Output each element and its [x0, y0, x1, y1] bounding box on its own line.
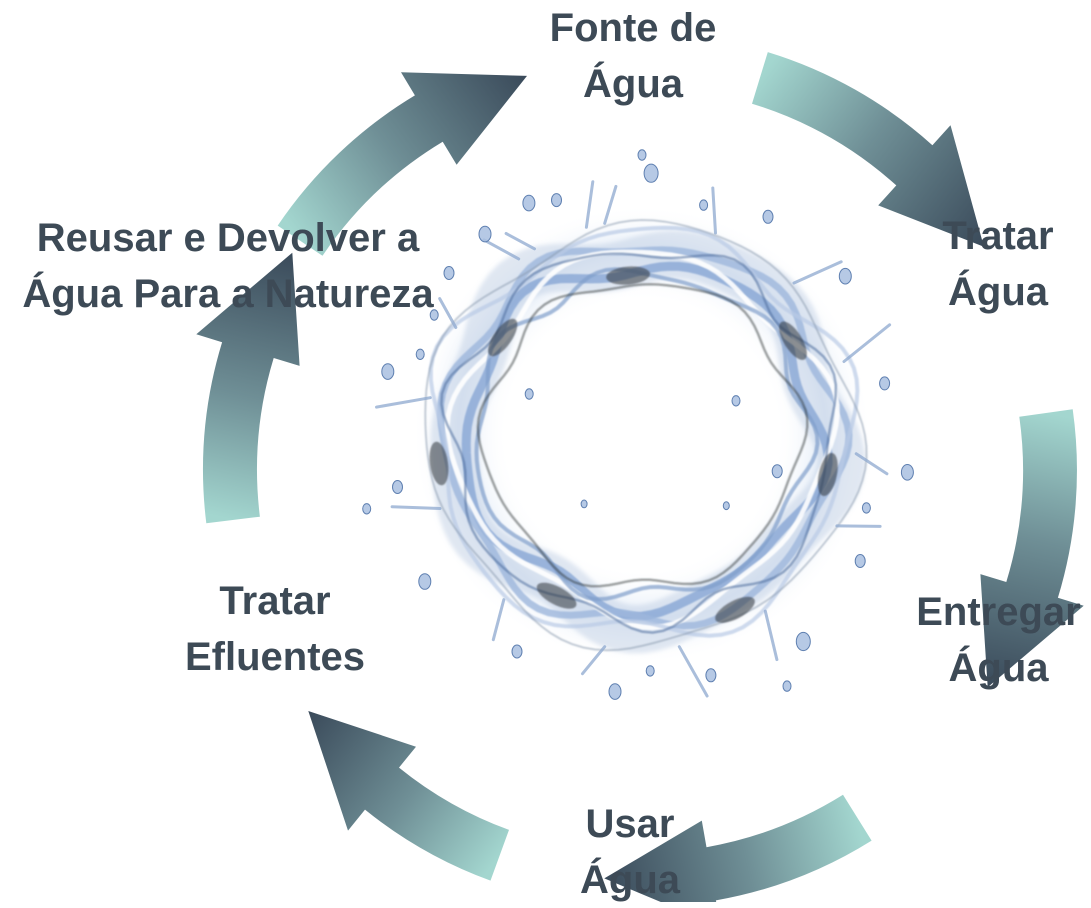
curved-arrow-icon — [604, 794, 872, 908]
water-swirl — [428, 225, 860, 638]
water-spike — [792, 260, 843, 285]
water-shadow — [715, 596, 755, 623]
stage-label-reuse-return: Reusar e Devolver a Água Para a Natureza — [8, 210, 448, 322]
water-spike — [677, 645, 709, 698]
water-droplet — [381, 363, 395, 380]
water-spike — [438, 297, 458, 329]
water-droplet — [524, 388, 534, 400]
water-droplet — [705, 668, 717, 683]
water-droplet — [838, 267, 852, 285]
water-spike — [835, 524, 882, 528]
curved-arrow-icon — [308, 711, 509, 881]
curved-arrow-icon — [752, 52, 984, 247]
water-droplet — [362, 503, 372, 515]
stage-label-line: Entregar — [916, 590, 1081, 634]
water-droplet — [854, 554, 866, 568]
curved-arrow-icon — [980, 409, 1084, 688]
stage-label-line: Efluentes — [184, 635, 366, 679]
water-droplet — [731, 395, 741, 407]
water-droplet — [643, 163, 659, 183]
water-droplet — [392, 480, 403, 494]
water-droplet — [429, 309, 439, 321]
water-droplet — [762, 209, 774, 224]
water-droplet — [608, 683, 622, 700]
water-droplet — [415, 348, 425, 360]
water-droplet — [722, 501, 730, 511]
stage-label-line: Fonte de — [549, 6, 717, 50]
stage-label-deliver-water: Entregar Água — [906, 584, 1091, 696]
water-shadow — [606, 266, 651, 285]
water-spike — [504, 232, 536, 251]
water-droplet — [418, 573, 432, 590]
stage-label-line: Reusar e Devolver a — [36, 216, 420, 260]
water-swirl — [440, 252, 838, 634]
water-swirl — [430, 230, 866, 654]
water-spike — [854, 452, 889, 476]
water-droplet — [699, 199, 709, 211]
water-shadow — [429, 441, 449, 486]
curved-arrow-icon — [277, 72, 527, 256]
water-spike — [482, 238, 521, 261]
water-droplet — [551, 193, 562, 208]
water-swirl — [476, 282, 809, 588]
water-spike — [584, 180, 595, 229]
water-droplet — [771, 464, 783, 479]
water-droplet — [637, 149, 647, 161]
water-spike — [390, 505, 442, 510]
water-spike — [491, 598, 506, 642]
water-swirl — [444, 249, 840, 631]
water-spike — [603, 184, 618, 225]
water-droplet — [861, 502, 871, 514]
water-droplet — [522, 194, 536, 212]
arrows-layer — [196, 52, 1084, 908]
stage-label-line: Água Para a Natureza — [22, 272, 434, 316]
water-droplet — [478, 225, 492, 243]
water-spike — [375, 396, 432, 409]
stage-label-line: Tratar — [219, 579, 331, 623]
water-droplet — [511, 644, 523, 659]
water-spike — [763, 609, 779, 662]
water-droplet — [782, 680, 792, 692]
water-splash-ring-icon — [362, 149, 914, 700]
stage-label-line: Água — [580, 858, 680, 902]
water-shadow — [536, 582, 577, 609]
water-spike — [842, 323, 892, 363]
stage-label-line: Água — [948, 646, 1049, 690]
stage-label-treat-effluent: Tratar Efluentes — [170, 573, 380, 685]
water-shadow — [779, 321, 807, 360]
stage-label-source: Fonte de Água — [520, 0, 746, 112]
stage-label-line: Água — [948, 270, 1048, 314]
water-shadow — [488, 318, 518, 357]
water-droplet — [645, 665, 655, 677]
water-droplet — [900, 464, 914, 481]
stage-label-use-water: Usar Água — [545, 796, 715, 908]
water-spike — [711, 186, 717, 235]
water-droplet — [580, 499, 588, 509]
water-droplet — [795, 631, 811, 652]
curved-arrow-icon — [196, 252, 300, 524]
water-droplet — [443, 266, 455, 280]
water-spike — [581, 645, 607, 676]
stage-label-line: Usar — [585, 802, 675, 846]
stage-label-treat-water: Tratar Água — [918, 208, 1078, 320]
stage-label-line: Tratar — [942, 214, 1054, 258]
stage-label-line: Água — [583, 62, 683, 106]
water-shadow — [817, 452, 838, 497]
water-droplet — [879, 376, 891, 391]
